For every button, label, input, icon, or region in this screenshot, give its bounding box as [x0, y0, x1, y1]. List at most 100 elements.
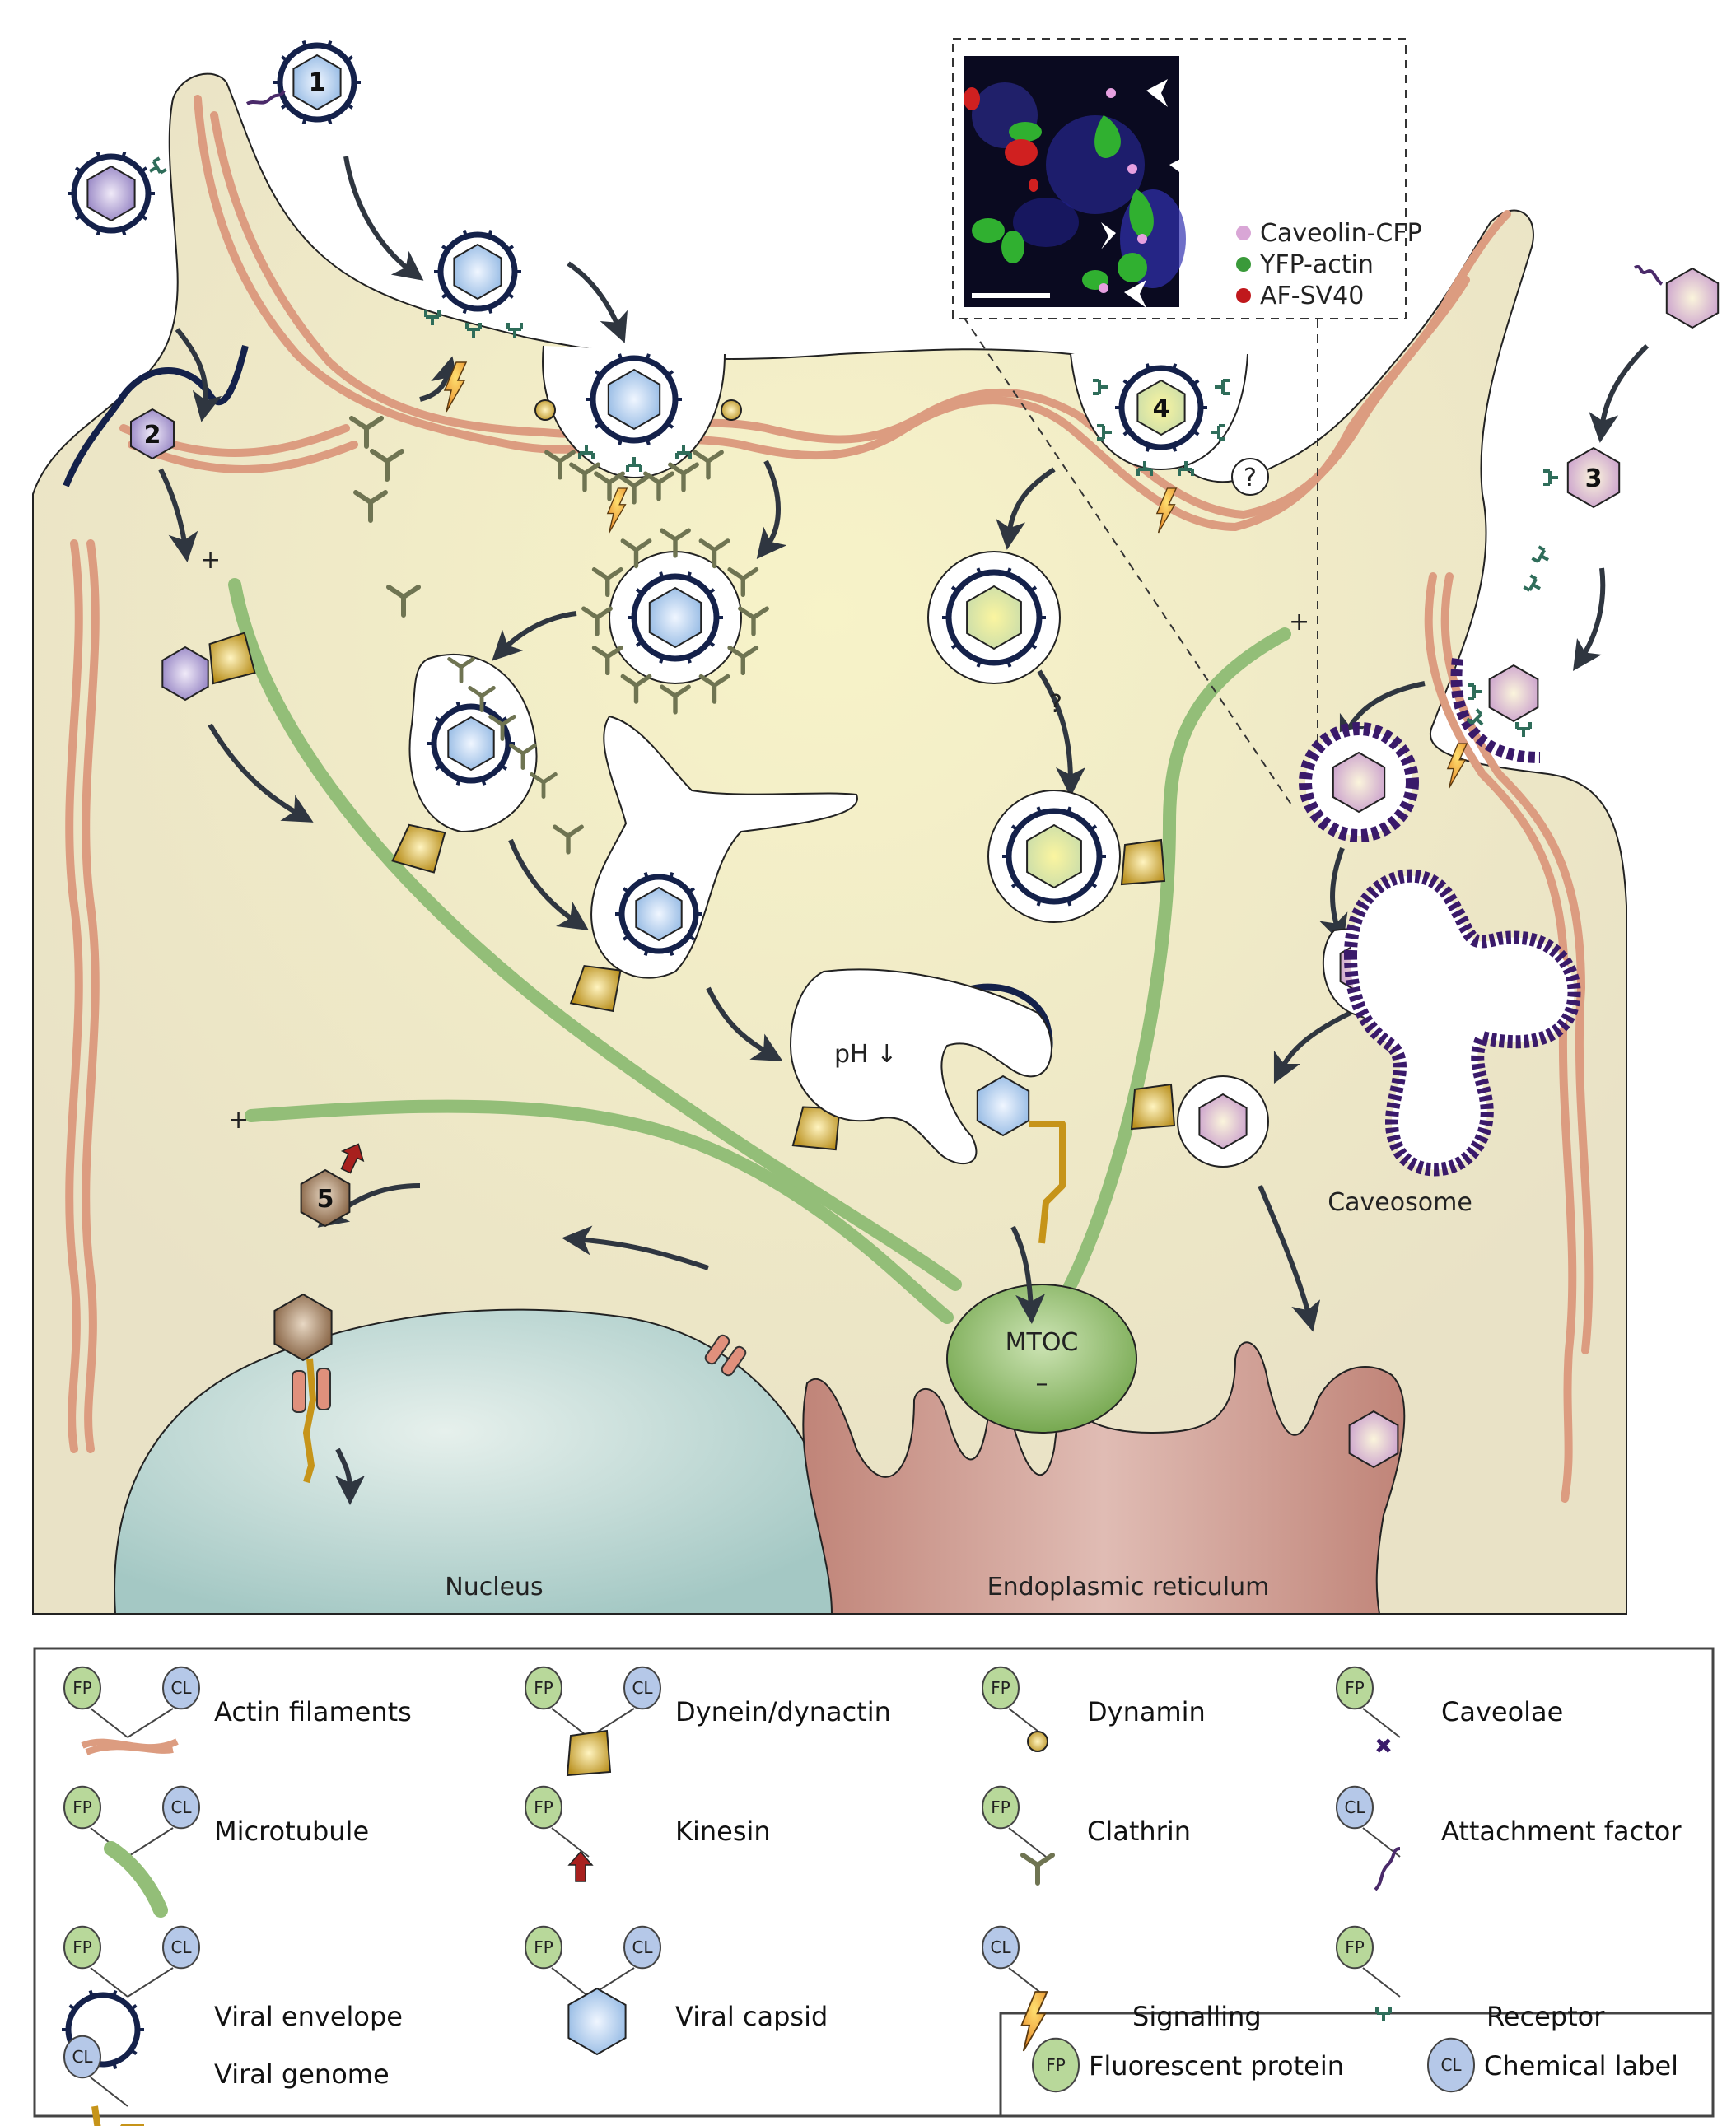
viral-capsid-icon: [1665, 267, 1720, 329]
badge-connector: [90, 1708, 128, 1738]
receptor-icon: [1523, 574, 1541, 592]
signalling-icon: [1446, 743, 1468, 789]
dynein-motor-icon: [391, 823, 446, 874]
actin-filament-icon: [81, 1738, 179, 1755]
viral-envelope-icon: [273, 40, 361, 125]
scale-bar: [972, 293, 1050, 298]
fp-badge-icon: FP: [63, 1925, 101, 1970]
step-number-label: 4: [1153, 394, 1170, 423]
badge-label: FP: [534, 1678, 553, 1698]
inset-legend-label: Caveolin-CFP: [1260, 219, 1422, 248]
viral-envelope-icon: [1115, 363, 1207, 452]
badge-connector: [127, 1967, 174, 1998]
legend-label: Viral capsid: [675, 2001, 828, 2032]
step-number-label: 2: [144, 421, 161, 450]
clathrin-icon: [738, 606, 769, 636]
viral-capsid-icon: [1198, 1093, 1248, 1150]
clathrin-icon: [530, 772, 558, 800]
kinesin-icon: [567, 1850, 594, 1882]
caveolae-pit: [1450, 658, 1541, 763]
clathrin-icon: [591, 566, 623, 598]
badge-connector: [551, 1708, 590, 1738]
viral-capsid-icon: [607, 368, 661, 431]
clathrin-icon: [569, 462, 600, 492]
unknown-step-label: ?: [1049, 690, 1062, 719]
viral-capsid-icon: [130, 408, 175, 460]
inset-legend-swatch: [1236, 288, 1251, 303]
cl-badge-icon: CL: [623, 1666, 661, 1710]
legend-label: Receptor: [1486, 2001, 1605, 2032]
inset-legend-swatch: [1236, 226, 1251, 240]
cl-badge-icon: CL: [982, 1925, 1020, 1970]
signalling-icon: [443, 361, 468, 413]
badge-label: CL: [1344, 1797, 1365, 1817]
viral-envelope-icon: [1002, 806, 1106, 907]
virus-layer: [68, 40, 1720, 1484]
receptor-icon: [1543, 469, 1558, 486]
viral-envelope-icon: [68, 151, 155, 236]
dynamin-icon: [534, 399, 556, 421]
badge-label: CL: [170, 1937, 192, 1957]
attachment-factor-icon: [1374, 1847, 1401, 1891]
badge-connector: [1362, 1708, 1401, 1738]
viral-envelope-icon: [628, 571, 723, 664]
viral-capsid-icon: [161, 646, 209, 702]
unknown-step-label: ?: [1244, 464, 1257, 492]
mtoc: [946, 1284, 1137, 1434]
cl-badge-icon: CL: [162, 1785, 200, 1830]
clathrin-icon: [370, 449, 404, 482]
receptor-icon: [1215, 379, 1230, 395]
dynamin-icon: [1027, 1731, 1048, 1752]
clathrin-icon: [1020, 1853, 1055, 1886]
viral-capsid-icon: [1332, 751, 1386, 814]
microtubule-icon: [104, 1841, 168, 1918]
cl-badge-icon: CL: [162, 1666, 200, 1710]
mtoc-label: MTOC: [1006, 1328, 1079, 1357]
legend-label: Signalling: [1132, 2001, 1262, 2032]
legend-label: Microtubule: [214, 1816, 369, 1847]
clathrin-icon: [553, 824, 584, 855]
clathrin-icon: [620, 538, 652, 569]
badge-label: FP: [72, 1797, 92, 1817]
dynein-motor-icon: [1130, 1083, 1176, 1131]
cl-badge-icon: CL: [623, 1925, 661, 1970]
late-endosome: [789, 968, 1052, 1164]
caveosome-label: Caveosome: [1328, 1188, 1472, 1217]
receptor-icon: [424, 310, 441, 325]
clathrin-icon: [727, 566, 759, 598]
dynein-motor-icon: [566, 1729, 612, 1777]
legend-item-kinesin: FP Kinesin: [525, 1785, 771, 1882]
signalling-icon: [606, 487, 628, 534]
badge-connector: [127, 1708, 174, 1738]
badge-label: CL: [72, 2047, 93, 2067]
clathrin-icon: [698, 674, 730, 704]
microtubule-lower: [245, 1099, 954, 1324]
badge-label: FP: [534, 1797, 553, 1817]
fp-badge-icon: FP: [1336, 1666, 1374, 1710]
clathrin-icon: [668, 462, 699, 492]
clathrin-icon: [660, 684, 691, 715]
viral-capsid-icon: [1348, 1410, 1399, 1469]
viral-capsid-icon: [273, 1293, 333, 1362]
receptor-icon: [1178, 461, 1194, 476]
dynein-motor-icon: [569, 964, 622, 1013]
viral-capsid-icon: [648, 586, 702, 649]
viral-capsid-icon: [1488, 664, 1539, 723]
dynein-motor-icon: [208, 632, 256, 685]
inset-connector: [954, 304, 1294, 808]
legend-label: Kinesin: [675, 1816, 771, 1847]
clathrin-icon: [349, 416, 384, 449]
legend-item-microtubule: FP CL Microtubule: [63, 1785, 369, 1918]
receptor-icon: [1093, 379, 1108, 395]
arrowhead-marker: [1101, 79, 1192, 308]
microtubule-left: [228, 578, 962, 1291]
